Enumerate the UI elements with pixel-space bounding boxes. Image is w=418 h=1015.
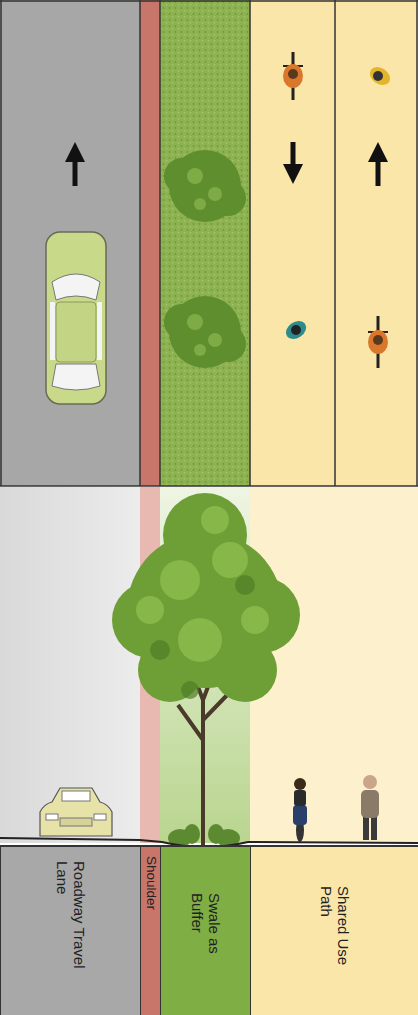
lane-band: Roadway Travel Lane — [0, 845, 140, 1015]
band-label: Roadway Travel Lane — [53, 861, 88, 1001]
band-label: Swale as Buffer — [188, 893, 223, 969]
path-band: Shared Use Path — [250, 845, 418, 1015]
shoulder-band: Shoulder — [140, 845, 160, 1015]
band-label: Shoulder — [143, 856, 159, 1006]
swale-band: Swale as Buffer — [160, 845, 250, 1015]
band-label: Shared Use Path — [317, 886, 352, 976]
